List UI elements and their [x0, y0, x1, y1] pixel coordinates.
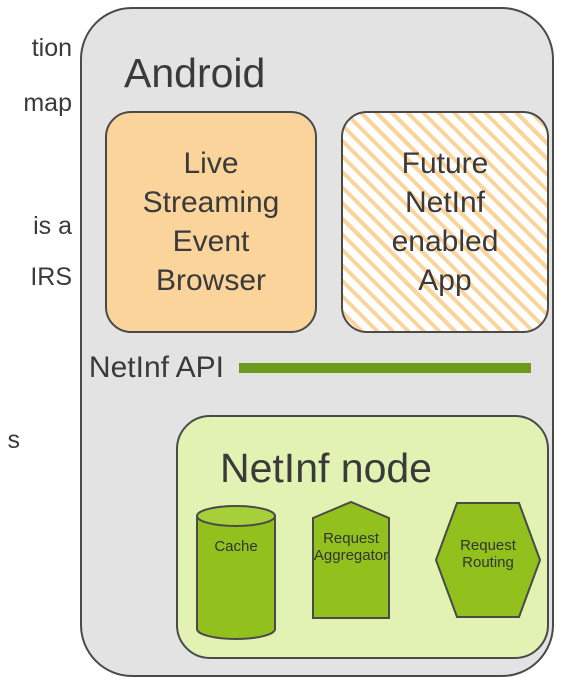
future-netinf-app-label: Future NetInf enabled App — [391, 147, 499, 297]
cache-label: Cache — [214, 538, 258, 555]
left-text-fragment-2: map — [23, 89, 72, 117]
netinf-api-label: NetInf API — [88, 351, 224, 384]
request-routing-shape — [434, 502, 542, 618]
future-netinf-app-box: Future NetInf enabled App — [341, 111, 549, 333]
left-text-fragment-3: is a — [33, 212, 72, 240]
left-text-fragment-1: tion — [31, 34, 72, 62]
netinf-api-line — [239, 363, 531, 373]
left-text-fragment-5: s — [7, 426, 21, 454]
request-routing-label: Request Routing — [460, 537, 516, 571]
android-label: Android — [124, 50, 266, 96]
netinf-node-title: NetInf node — [220, 445, 432, 491]
request-aggregator-label: Request Aggregator — [313, 530, 389, 564]
cache-cylinder-shape — [196, 505, 276, 640]
request-aggregator-shape — [312, 500, 390, 619]
live-streaming-app-label: Live Streaming Event Browser — [142, 147, 280, 297]
live-streaming-app-box: Live Streaming Event Browser — [105, 111, 317, 333]
left-text-fragment-4: IRS — [30, 263, 72, 291]
